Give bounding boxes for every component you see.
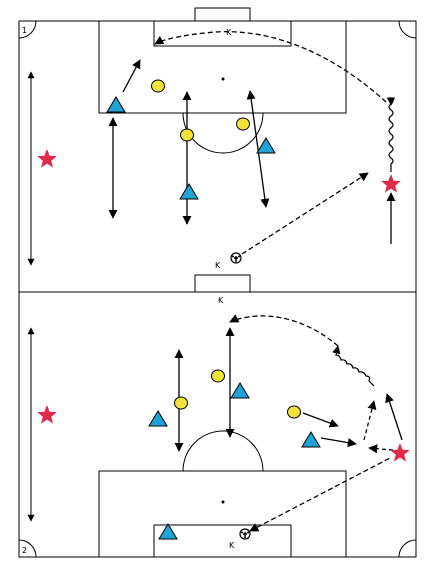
- run-line: [246, 90, 270, 208]
- corner-arc: [398, 539, 417, 558]
- attacker-triangle: [230, 382, 250, 399]
- defender-circle: [180, 128, 194, 142]
- ball-label: K: [215, 261, 221, 270]
- corner-arc: [398, 20, 417, 39]
- ball-label: K: [229, 541, 235, 550]
- pass-line: [229, 314, 339, 347]
- ball-icon: [239, 528, 251, 540]
- diagram-number: 2: [22, 546, 27, 555]
- ball-icon: [230, 252, 242, 264]
- defender-circle: [236, 117, 250, 131]
- goal-bottom: [194, 274, 251, 293]
- run-arrow: [302, 412, 339, 428]
- goal-top: [194, 7, 251, 22]
- diagram-number: 1: [22, 26, 27, 35]
- keeper-label: K: [218, 296, 224, 305]
- diagram-2: 2 K K: [18, 291, 417, 558]
- attacker-triangle: [256, 137, 276, 154]
- pass-line: [241, 172, 369, 255]
- attacker-triangle: [158, 523, 178, 540]
- run-arrow: [385, 393, 403, 441]
- star-icon: [37, 405, 57, 424]
- run-arrow: [320, 437, 357, 448]
- goal-area: [153, 20, 292, 47]
- dribble-line: [386, 96, 396, 172]
- defender-circle: [151, 79, 165, 93]
- defender-circle: [287, 405, 301, 419]
- defender-circle: [211, 369, 225, 383]
- attacker-triangle: [179, 183, 199, 200]
- attacker-triangle: [106, 96, 126, 113]
- pass-line: [154, 31, 387, 103]
- penalty-spot: [221, 500, 225, 504]
- star-icon: [390, 443, 410, 462]
- pass-line: [249, 457, 391, 532]
- attacker-triangle: [148, 410, 168, 427]
- star-icon: [37, 149, 57, 168]
- pitch-outline: [18, 291, 417, 558]
- defender-circle: [174, 396, 188, 410]
- penalty-arc: [182, 430, 264, 472]
- pitch-outline: [18, 20, 417, 293]
- keeper-label: K: [226, 28, 232, 37]
- star-icon: [381, 174, 401, 193]
- corner-arc: [18, 539, 37, 558]
- penalty-spot: [221, 77, 225, 81]
- dribble-line: [332, 345, 375, 387]
- diagram-1: 1 K K: [18, 7, 417, 293]
- corner-arc: [18, 20, 37, 39]
- attacker-triangle: [301, 431, 321, 448]
- run-arrow: [122, 59, 141, 93]
- goal-area: [153, 524, 292, 558]
